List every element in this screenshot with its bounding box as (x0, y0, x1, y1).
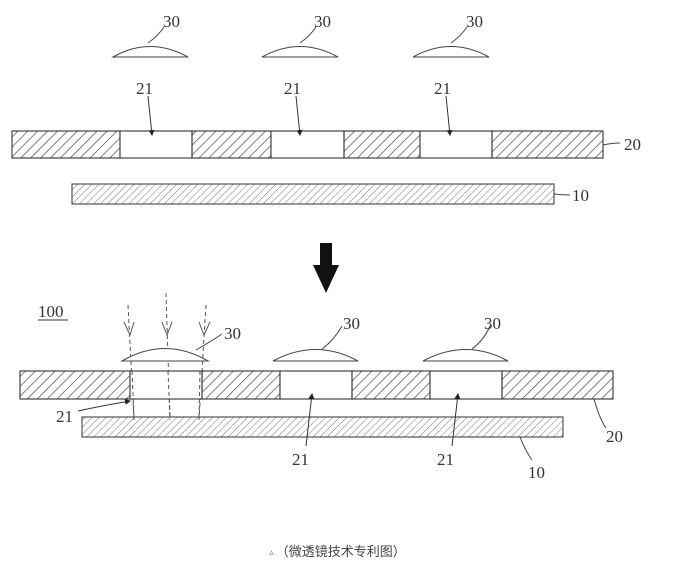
leader-10-bottom (519, 436, 533, 461)
label-30-4: 30 (224, 324, 241, 343)
label-30-5: 30 (343, 314, 360, 333)
ray-arrowhead-2 (161, 321, 173, 337)
caption-text: （微透镜技术专利图） (275, 545, 406, 560)
leader-21-6 (451, 393, 461, 447)
leader-30-2 (299, 26, 317, 44)
substrate-top (71, 183, 555, 205)
substrate-bottom (81, 416, 564, 438)
label-21-5: 21 (292, 450, 309, 469)
label-21-3: 21 (434, 79, 451, 98)
ray-arrowhead-3 (198, 321, 211, 337)
light-rays-through (131, 370, 201, 418)
leader-21-1 (147, 95, 155, 136)
leader-30-3 (450, 26, 468, 44)
leader-10-top (553, 193, 571, 196)
lens-4 (119, 347, 211, 362)
label-30-3: 30 (466, 12, 483, 31)
leader-30-5 (321, 325, 343, 350)
label-30-1: 30 (163, 12, 180, 31)
label-30-2: 30 (314, 12, 331, 31)
mask-layer (11, 130, 604, 159)
figure-caption: ▵（微透镜技术专利图） (0, 541, 675, 560)
label-30-6: 30 (484, 314, 501, 333)
label-100: 100 (38, 302, 64, 321)
leader-21-2 (295, 95, 303, 136)
lens-3 (412, 45, 490, 58)
ray-arrowhead-1 (123, 321, 135, 337)
leader-30-4 (195, 333, 223, 351)
mask-layer-bottom (19, 370, 614, 400)
label-21-6: 21 (437, 450, 454, 469)
lens-5 (272, 348, 359, 362)
label-21-1: 21 (136, 79, 153, 98)
label-21-4: 21 (56, 407, 73, 426)
lens-6 (422, 348, 509, 362)
lens-2 (261, 45, 339, 58)
label-21-2: 21 (284, 79, 301, 98)
label-20-top: 20 (624, 135, 641, 154)
caption-marker: ▵ (269, 548, 274, 558)
leader-21-4 (77, 398, 131, 412)
lens-1 (110, 45, 189, 58)
leader-30-6 (471, 325, 491, 350)
leader-21-3 (445, 95, 453, 136)
label-20-bottom: 20 (606, 427, 623, 446)
process-arrow (313, 243, 339, 293)
top-stage: 30 30 30 21 21 21 20 10 (11, 12, 641, 205)
leader-20-bottom (593, 398, 607, 429)
label-10-bottom: 10 (528, 463, 545, 482)
bottom-stage: 100 30 30 30 (19, 292, 623, 482)
leader-20-top (602, 142, 621, 146)
leader-30-1 (147, 26, 165, 44)
label-10-top: 10 (572, 186, 589, 205)
leader-21-5 (305, 393, 315, 447)
